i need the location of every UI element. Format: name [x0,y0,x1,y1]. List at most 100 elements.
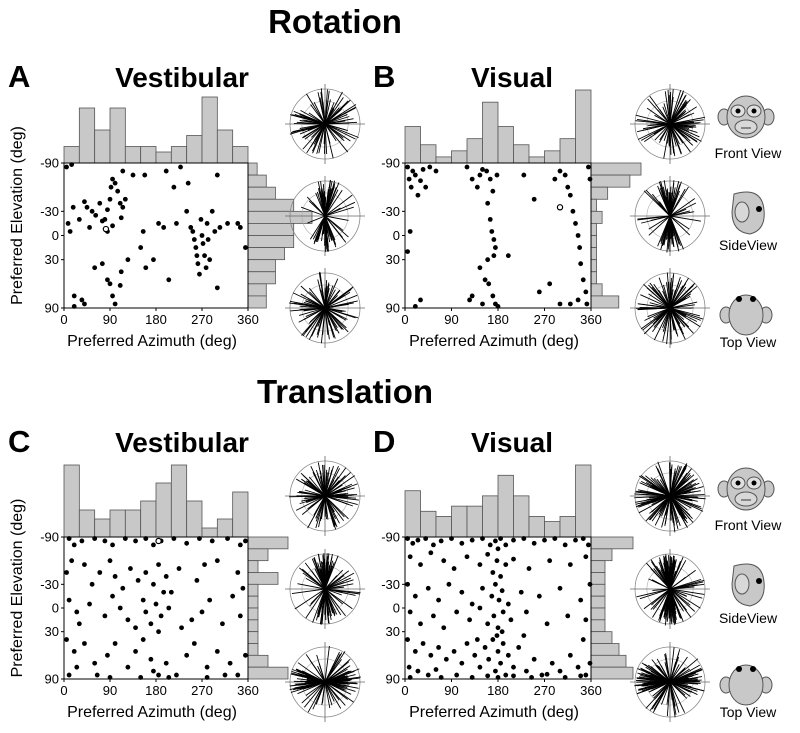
elevation-hist-bar [247,548,269,562]
azimuth-hist-bar [544,521,561,538]
azimuth-hist-bar [451,505,468,538]
data-point [496,597,502,603]
polar-vector-line [659,479,671,497]
monkey-muzzle [734,491,758,507]
polar-vector-line [324,118,354,125]
polar-vector-line [307,215,326,224]
data-point [156,221,161,226]
data-point [469,293,475,299]
polar-vector-line [666,307,671,345]
polar-vector-line [669,180,675,217]
data-point [580,536,586,541]
polar-vector-line [669,681,692,693]
data-point [207,597,213,603]
polar-vector-line [669,282,672,309]
data-point [240,585,246,591]
data-point [102,216,108,222]
polar-vector-line [666,188,671,217]
polar-vector-line [653,307,671,341]
polar-vector-line [324,182,340,217]
data-point [583,672,589,678]
data-point [200,241,206,246]
polar-plot [285,456,365,536]
polar-vector-line [669,296,691,309]
azimuth-hist-bar [404,490,421,538]
polar-vector-line [639,482,671,497]
data-point [464,641,470,646]
data-point [587,660,593,666]
polar-vector-line [324,215,329,252]
data-point [120,585,126,591]
polar-vector-line [321,99,326,125]
monkey-eye-left [736,666,742,672]
polar-vector-line [324,286,354,309]
polar-vector-line [324,495,337,530]
polar-vector-line [303,495,326,500]
data-point [575,664,581,670]
polar-vector-line [324,681,342,709]
polar-vector-line [324,479,340,497]
data-point [112,180,118,186]
data-point [158,613,164,619]
polar-vector-line [662,307,671,332]
polar-vector-line [637,215,671,220]
data-point [142,172,148,178]
data-point [459,589,465,595]
data-point [107,675,113,680]
elevation-hist-bar [590,174,631,188]
elevation-hist-bar [247,666,289,680]
data-point [423,184,429,190]
data-point [487,176,493,182]
polar-vector-line [669,681,677,715]
azimuth-hist-bar [201,527,218,538]
polar-plot [630,176,710,256]
polar-vector-line [324,675,346,683]
polar-vector-line [324,466,339,497]
data-point [498,660,503,666]
polar-vector-line [669,282,696,309]
y-tick-label: 0 [52,601,59,616]
polar-vector-line [669,680,692,683]
monkey-top-view [719,294,773,336]
data-point [583,289,589,295]
polar-vector-line [669,482,697,497]
data-point [405,164,410,170]
data-point [459,540,465,546]
y-tick-label: -30 [381,204,400,219]
data-point [89,581,95,587]
polar-vector-line [324,123,345,142]
data-point [503,562,509,568]
polar-vector-line [669,112,695,125]
data-point [503,672,509,678]
data-point [480,585,485,591]
data-point [191,237,197,242]
polar-vector-line [324,100,329,125]
polar-vector-line [669,588,677,624]
data-point [567,192,573,198]
data-point [562,172,568,178]
data-point [412,303,418,309]
data-point [405,637,410,642]
polar-vector-line [324,307,329,335]
polar-vector-line [669,495,702,510]
data-point [66,597,72,603]
data-point [82,301,87,307]
data-point [586,164,591,170]
data-point [225,536,230,541]
x-tick-label: 360 [237,683,259,698]
monkey-side-view [731,191,765,235]
polar-vector-line [297,583,326,590]
data-point [82,641,87,646]
polar-vector-line [303,681,326,708]
polar-vector-line [652,588,671,618]
polar-vector-line [666,103,671,125]
azimuth-hist-bar [420,144,437,164]
data-point [166,277,172,283]
polar-vector-line [669,92,684,125]
y-tick-label: 90 [386,301,400,316]
data-point [531,656,537,662]
polar-vector-line [669,578,702,590]
polar-vector-line [669,123,693,129]
polar-vector-line [640,474,671,497]
